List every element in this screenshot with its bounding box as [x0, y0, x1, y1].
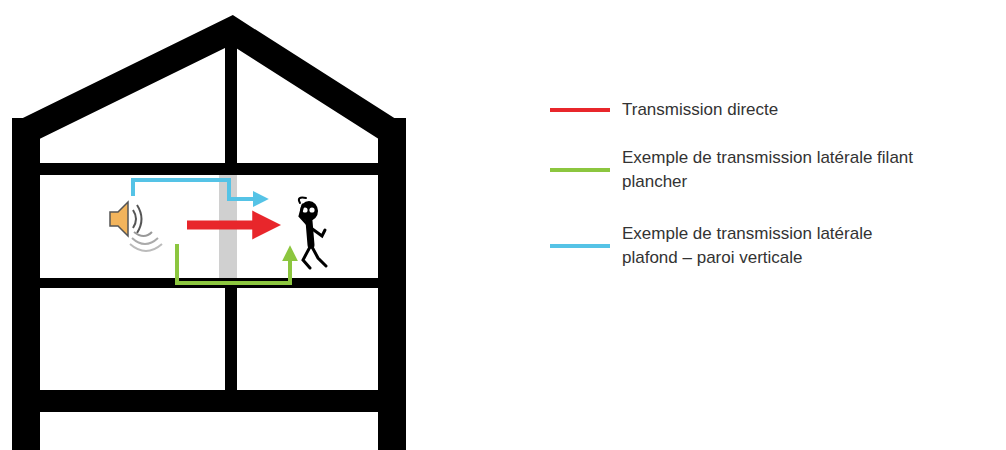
- legend-label: Exemple de transmission latérale plafond…: [622, 222, 922, 270]
- legend-line: [550, 108, 610, 112]
- legend-line: [550, 168, 610, 172]
- legend-label: Exemple de transmission latérale filant …: [622, 146, 922, 194]
- legend-item: Transmission directe: [548, 98, 848, 122]
- legend-sample: [548, 98, 612, 122]
- legend-sample: [548, 222, 612, 270]
- flanking-ceiling-arrow: [133, 180, 256, 199]
- ceiling-slab: [12, 163, 406, 175]
- ground-slab: [12, 390, 406, 412]
- legend-item: Exemple de transmission latérale plafond…: [548, 222, 848, 270]
- direct-arrow: [187, 221, 258, 230]
- speaker-icon: [110, 202, 162, 251]
- roof: [24, 30, 392, 132]
- legend-label: Transmission directe: [622, 98, 922, 122]
- legend-sample: [548, 146, 612, 194]
- legend-item: Exemple de transmission latérale filant …: [548, 146, 848, 194]
- person-icon: [299, 198, 326, 268]
- flanking-floor-arrow: [177, 244, 290, 283]
- legend-line: [550, 244, 610, 248]
